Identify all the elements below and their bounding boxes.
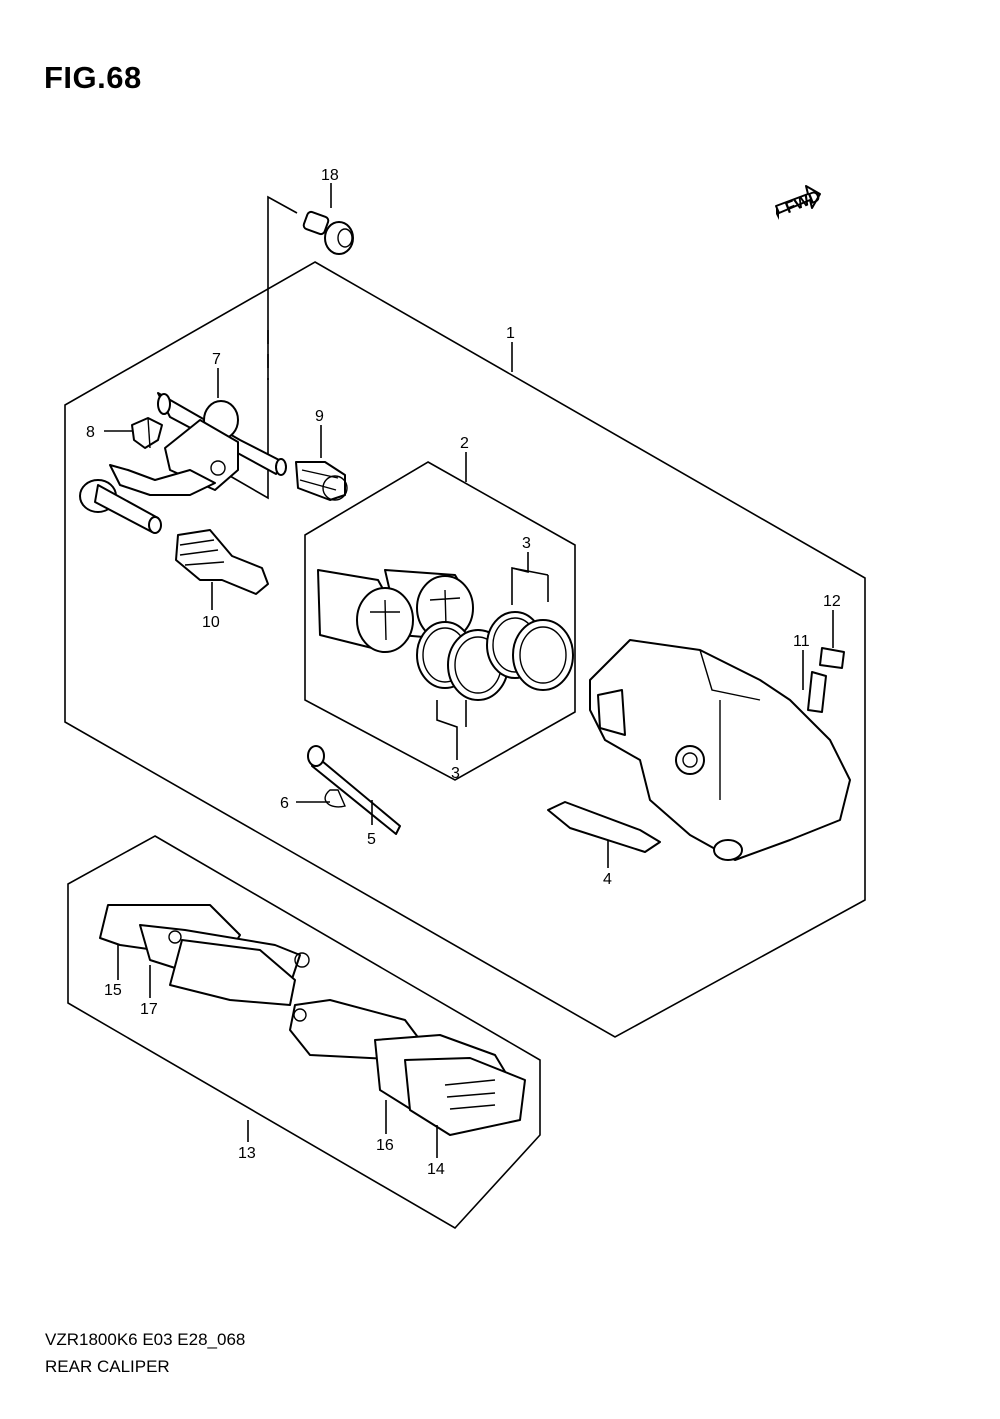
bleeder-screw-11	[807, 671, 827, 713]
cotter-clip-6	[324, 789, 346, 808]
callout-3-bottom: 3	[451, 765, 460, 782]
callout-17: 17	[140, 1001, 158, 1018]
piston-set-outline	[304, 461, 576, 781]
callout-7: 7	[212, 351, 221, 368]
callout-6: 6	[280, 795, 289, 812]
boot-9	[295, 461, 348, 501]
callout-4: 4	[603, 871, 612, 888]
fwd-arrow-icon: FWD	[775, 185, 823, 220]
bleeder-cap-12	[819, 647, 845, 669]
figure-title: FIG.68	[44, 60, 142, 95]
piston-seals	[416, 611, 574, 701]
pads-lower	[289, 999, 526, 1136]
callout-15: 15	[104, 982, 122, 999]
callout-3-top: 3	[522, 535, 531, 552]
diagram-name: REAR CALIPER	[45, 1357, 170, 1376]
pads-upper	[99, 904, 310, 1006]
leader-lines	[104, 183, 834, 1158]
callout-18: 18	[321, 167, 339, 184]
clip-8	[131, 417, 163, 449]
caliper-assembly-outline	[64, 261, 866, 1038]
callout-2: 2	[460, 435, 469, 452]
callout-13: 13	[238, 1145, 256, 1162]
bolt-18	[302, 210, 354, 255]
caliper-bracket	[79, 419, 239, 534]
fwd-label: FWD	[783, 188, 823, 217]
model-code: VZR1800K6 E03 E28_068	[45, 1330, 246, 1349]
callout-9: 9	[315, 408, 324, 425]
pistons	[317, 569, 474, 653]
caliper-body	[589, 639, 851, 861]
bolt-leader-line	[229, 195, 298, 500]
pad-set-outline	[67, 835, 541, 1230]
callout-14: 14	[427, 1161, 445, 1178]
callout-12: 12	[823, 593, 841, 610]
callout-16: 16	[376, 1137, 394, 1154]
pad-pin-5	[307, 745, 401, 835]
callout-10: 10	[202, 614, 220, 631]
callout-5: 5	[367, 831, 376, 848]
boot-10	[175, 529, 269, 595]
callout-11: 11	[793, 633, 810, 650]
callout-8: 8	[86, 424, 95, 441]
pad-spring-4	[547, 801, 661, 853]
callout-1: 1	[506, 325, 515, 342]
